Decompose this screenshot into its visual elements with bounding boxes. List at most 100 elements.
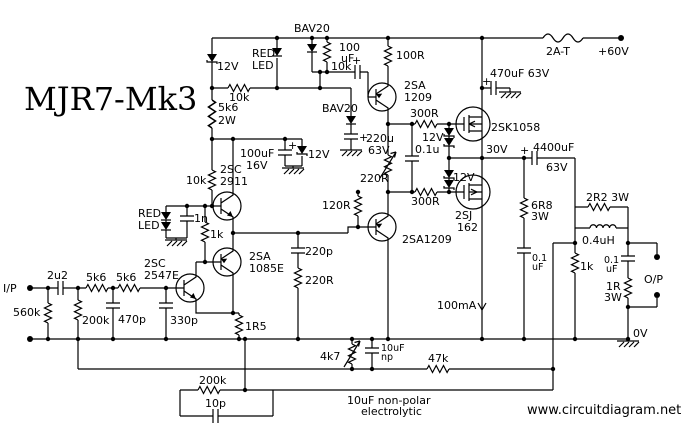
cap-470p-icon: [105, 302, 121, 309]
label-0u1-b-1: 0.1: [604, 255, 619, 266]
resistor-10k-vas-icon: [207, 169, 217, 191]
mosfet-2sk1058-icon: [455, 104, 491, 144]
label-10uf-np-1: 10uF: [381, 343, 405, 354]
label-220u: 220u: [366, 132, 394, 145]
label-12v-k: 12V: [422, 131, 444, 144]
label-4400-plus: +: [520, 144, 529, 157]
zener-12v-left-icon: [206, 53, 218, 65]
label-470p: 470p: [118, 313, 146, 326]
label-162: 162: [457, 221, 478, 234]
label-10k-top: 10k: [229, 91, 250, 104]
label-120r: 120R: [322, 199, 351, 212]
label-2sc-2547-2: 2547E: [144, 269, 179, 282]
resistor-5k6-a-icon: [85, 283, 109, 293]
red-led-1-icon: [160, 211, 172, 221]
label-0u1-b-2: uF: [606, 264, 618, 275]
red-led-2-icon: [160, 221, 172, 231]
resistor-1r5-icon: [234, 314, 244, 336]
label-100uf-plus: +: [352, 54, 361, 67]
label-0u4h: 0.4uH: [582, 234, 615, 247]
label-1r: 1R: [606, 280, 621, 293]
label-1k-driver: 1k: [210, 228, 224, 241]
label-220r-trim: 220R: [360, 172, 389, 185]
label-2sa-upper: 2SA: [404, 79, 426, 92]
label-100ma: 100mA: [437, 299, 477, 312]
label-10k-vas: 10k: [186, 174, 207, 187]
label-input: I/P: [3, 282, 17, 295]
cap-10p-icon: [212, 408, 219, 424]
zener-12v-reg-icon: [296, 145, 308, 157]
resistor-120r-icon: [353, 195, 363, 217]
label-led-top: LED: [252, 59, 274, 72]
label-5k6-a: 5k6: [86, 271, 106, 284]
resistor-100r-icon: [383, 45, 393, 67]
label-100uf-16v-plus: +: [288, 139, 297, 152]
resistor-200k-fb-icon: [197, 385, 221, 395]
resistor-560k-icon: [43, 302, 53, 324]
label-0u1-a-2: uF: [532, 262, 544, 273]
cap-10uf-np-icon: [364, 347, 380, 354]
label-2sj: 2SJ: [455, 209, 472, 222]
input-terminal-neg: [27, 336, 33, 342]
label-470uf-plus: +: [482, 75, 491, 88]
label-red-top: RED: [252, 47, 275, 60]
label-100uf-16v-2: 16V: [246, 159, 268, 172]
label-220u-63v: 63V: [368, 144, 390, 157]
label-560k: 560k: [13, 306, 41, 319]
label-red-mid: RED: [138, 207, 161, 220]
cap-330p-icon: [158, 302, 174, 309]
label-30v: 30V: [486, 143, 508, 156]
label-2sa-1085-1: 2SA: [249, 250, 271, 263]
label-47k: 47k: [428, 352, 449, 365]
input-terminal-pos: [27, 285, 33, 291]
resistor-5k6-2w-icon: [207, 99, 217, 129]
label-2r2-3w: 2R2 3W: [586, 191, 629, 204]
cap-220p-icon: [290, 247, 306, 254]
cap-470uf-icon: [490, 80, 497, 96]
label-bav20-mid: BAV20: [322, 102, 358, 115]
output-terminal-pos: [654, 254, 660, 260]
supply-terminal-60v: [618, 35, 624, 41]
label-100uf-2: uF: [341, 52, 354, 65]
resistor-10k-bias-icon: [322, 41, 332, 63]
label-220r: 220R: [305, 274, 334, 287]
resistor-220r-icon: [293, 267, 303, 289]
trimmer-4k7-icon: [344, 341, 360, 367]
wires-top-rail: [211, 37, 621, 206]
ground-470uf-icon: [498, 91, 522, 99]
label-led-mid: LED: [138, 219, 160, 232]
wires-output-network: [553, 206, 658, 341]
label-4400-63v: 63V: [546, 161, 568, 174]
watermark: www.circuitdiagram.net: [527, 403, 681, 418]
label-zener-12v-left: 12V: [217, 60, 239, 73]
ground-reg-icon: [281, 167, 305, 175]
cap-0u1-gate-icon: [404, 155, 420, 162]
label-zener-12v-reg: 12V: [308, 148, 330, 161]
cap-0u1-zobel-icon: [620, 255, 636, 262]
transistor-2sc2547e-icon: [175, 271, 205, 305]
resistor-1k-output-icon: [570, 252, 580, 274]
label-2sa1209-lower: 2SA1209: [402, 233, 452, 246]
label-300r-a: 300R: [410, 107, 439, 120]
label-6r8-3w: 3W: [531, 210, 549, 223]
label-4400uf: 4400uF: [533, 141, 574, 154]
ground-led-icon: [164, 239, 188, 247]
label-60v: +60V: [598, 45, 629, 58]
label-1n: 1n: [194, 212, 208, 225]
transistor-2sa1209-lower-icon: [367, 210, 397, 244]
ground-0v-icon: [616, 340, 640, 348]
resistor-1k-driver-icon: [200, 221, 210, 243]
label-2u2: 2u2: [47, 269, 68, 282]
label-200k-fb: 200k: [199, 374, 227, 387]
transistor-2sa1085e-icon: [212, 245, 242, 279]
label-330p: 330p: [170, 314, 198, 327]
label-2sk1058: 2SK1058: [491, 121, 540, 134]
schematic-title: MJR7-Mk3: [24, 80, 197, 118]
label-300r-b: 300R: [411, 195, 440, 208]
label-0u1-gate: 0.1u: [415, 143, 439, 156]
zener-12v-k2-icon: [443, 137, 455, 149]
label-10k-bias: 10k: [331, 60, 352, 73]
label-5k6-2w-2: 2W: [218, 114, 236, 127]
label-2sc-2547-1: 2SC: [144, 257, 166, 270]
